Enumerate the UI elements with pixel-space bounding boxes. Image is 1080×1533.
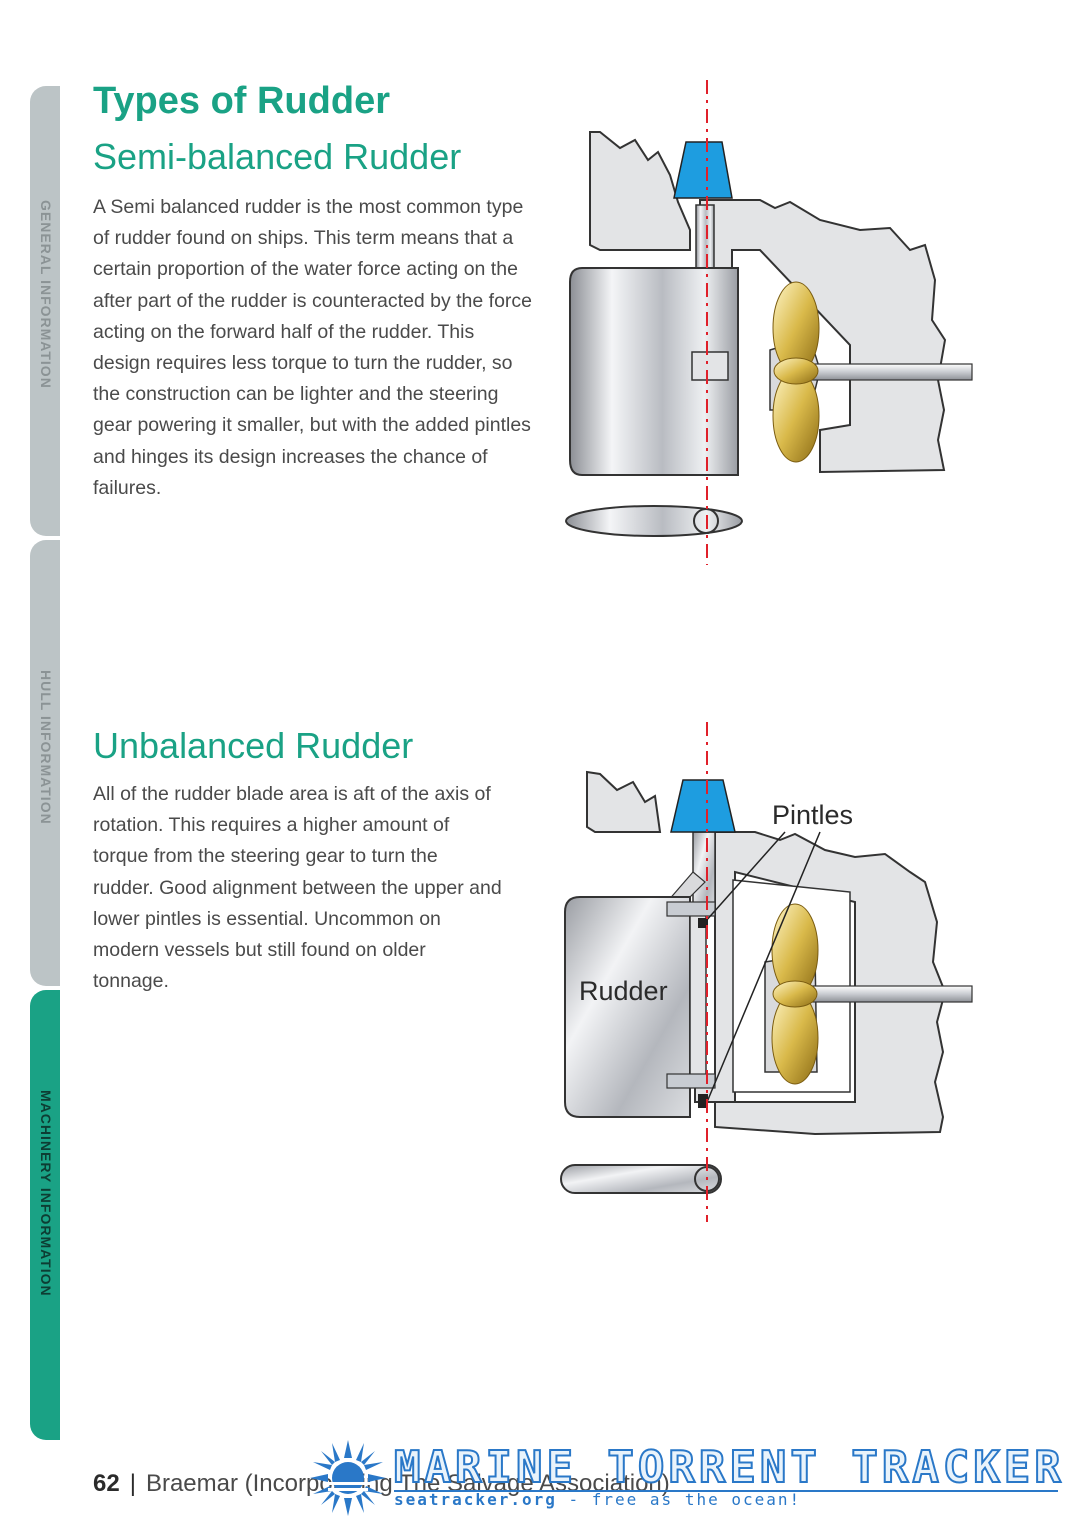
page-number: 62: [93, 1470, 120, 1497]
footer-publisher: Braemar (Incorporating The Salvage Assoc…: [145, 1470, 670, 1497]
watermark-slogan: - free as the ocean!: [556, 1490, 802, 1509]
unbalanced-heading: Unbalanced Rudder: [93, 725, 414, 766]
sunburst-icon: [310, 1440, 386, 1516]
tab-label-machinery: MACHINERY INFORMATION: [38, 1090, 54, 1297]
pintles-label: Pintles: [772, 800, 853, 830]
tab-hull-information[interactable]: [30, 540, 60, 986]
rudder-section-view: [565, 505, 743, 537]
tab-machinery-information[interactable]: [30, 990, 60, 1440]
footer-separator: |: [129, 1470, 136, 1497]
propeller-shaft: [809, 985, 973, 1003]
watermark-site-link[interactable]: seatracker.org: [394, 1490, 557, 1509]
semi-balanced-rudder-diagram: [565, 80, 973, 565]
unbalanced-description: All of the rudder blade area is aft of t…: [93, 783, 502, 993]
tab-label-general: GENERAL INFORMATION: [38, 200, 54, 389]
semi-balanced-heading: Semi-balanced Rudder: [93, 136, 462, 177]
propeller: [771, 903, 819, 1085]
tab-label-hull: HULL INFORMATION: [38, 670, 54, 825]
unbalanced-rudder-diagram: Pintles Rudder: [560, 722, 973, 1222]
page-title: Types of Rudder: [93, 80, 390, 122]
rudder-section-view: [560, 1164, 722, 1194]
watermark-underline: [394, 1490, 1058, 1492]
page-footer: 62 | Braemar (Incorporating The Salvage As…: [93, 1470, 670, 1498]
rudder-label: Rudder: [579, 976, 668, 1006]
tab-general-information[interactable]: [30, 86, 60, 536]
propeller-shaft: [809, 363, 973, 381]
steering-gear: [670, 779, 736, 833]
rudder-blade: [569, 267, 739, 476]
steering-gear: [673, 141, 733, 199]
rudder-blade: [564, 896, 691, 1118]
watermark-title: MARINE TORRENT TRACKER: [393, 1441, 1065, 1494]
semi-balanced-description: A Semi balanced rudder is the most commo…: [93, 196, 532, 499]
propeller: [772, 281, 820, 463]
watermark-tagline[interactable]: seatracker.org - free as the ocean!: [394, 1490, 801, 1509]
hull-upper-section: [589, 131, 691, 251]
watermark: MARINE TORRENT TRACKER seatracker.org - …: [308, 1438, 1068, 1518]
